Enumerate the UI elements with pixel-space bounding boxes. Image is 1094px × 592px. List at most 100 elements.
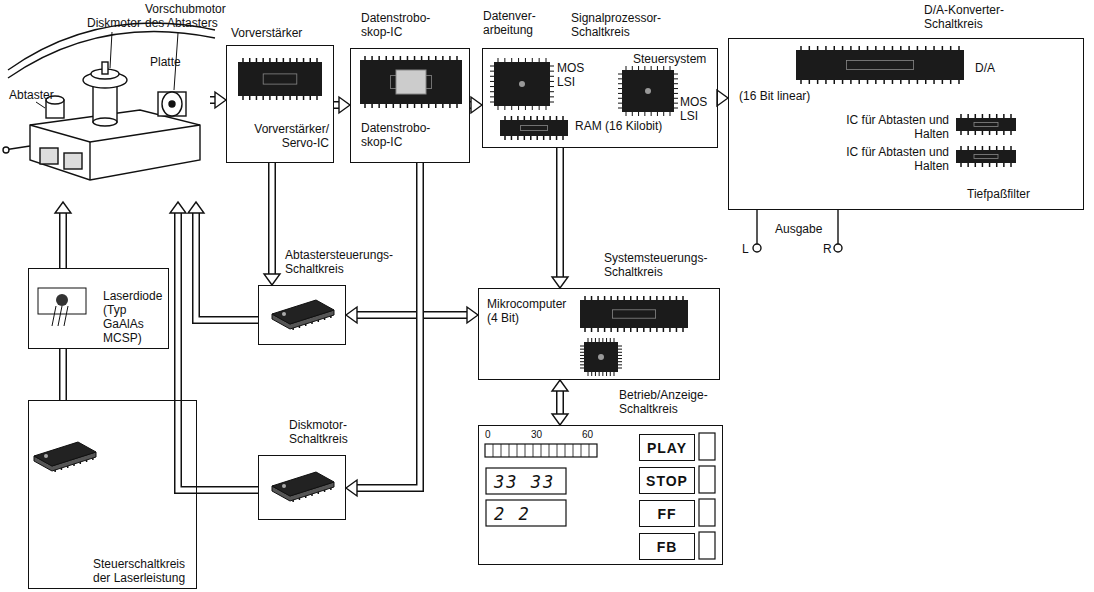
circuit-box: Laserdiode (Typ GaAlAs MCSP)	[28, 268, 169, 349]
ic-mark	[974, 155, 998, 159]
signal-arrow	[346, 163, 420, 496]
node-text: Steuersystem	[633, 52, 706, 66]
ic-chip	[272, 300, 334, 330]
button: PLAY	[639, 434, 695, 461]
arrow-outline	[356, 163, 420, 488]
ic-chip	[238, 58, 322, 100]
ic-mark	[263, 74, 297, 84]
disc-motor	[93, 118, 117, 126]
ic-body	[956, 118, 1016, 131]
ic-body	[796, 50, 964, 80]
circuit-box: Steuerschaltkreis der Laserleistung	[28, 400, 197, 589]
arrow-head	[188, 202, 204, 213]
arrow-core	[270, 163, 275, 275]
button: STOP	[639, 467, 695, 494]
button: FF	[639, 500, 695, 527]
meter-tick	[573, 444, 574, 457]
feed-motor	[162, 92, 182, 116]
display-panel	[485, 433, 715, 559]
meter-tick	[541, 444, 542, 457]
diode-lead	[58, 306, 62, 326]
arrow-core	[61, 212, 66, 268]
ic-chip	[618, 66, 678, 116]
mechanism: Vorschubmotor des AbtastersDiskmotorPlat…	[5, 2, 210, 202]
meter-tick	[493, 444, 494, 457]
ic-mark	[282, 484, 286, 488]
screw	[3, 147, 9, 153]
channel-label: L	[742, 242, 749, 256]
scale-number: 30	[531, 429, 542, 441]
signal-arrow	[55, 202, 71, 268]
ic-chip	[490, 58, 554, 110]
meter-tick	[533, 444, 534, 457]
circuit-box: D/A-Konverter- SchaltkreisD/A(16 Bit lin…	[728, 38, 1084, 210]
arrow-head	[467, 307, 478, 323]
ic-mark	[519, 81, 525, 87]
heading: Diskmotor- Schaltkreis	[289, 418, 379, 446]
heading: Datenstrobo- skop-IC	[361, 11, 451, 39]
meter-tick	[549, 444, 550, 457]
feed-motor	[169, 101, 175, 107]
ic-mark	[612, 310, 655, 318]
output-label: Ausgabe	[775, 222, 822, 236]
circuit-box: VorverstärkerVorverstärker/ Servo-IC	[226, 45, 334, 163]
signal-arrow	[264, 163, 280, 285]
ic-mark	[846, 61, 913, 70]
circuit-box: Datenstrobo- skop-ICDatenstrobo- skop-IC	[350, 48, 470, 163]
meter-tick	[501, 444, 502, 457]
node-text: Vorschubmotor des Abtasters	[145, 2, 237, 30]
button: FB	[639, 533, 695, 560]
display-digits: 33 33	[494, 473, 555, 492]
ic-mark	[520, 126, 547, 131]
leader-line	[36, 102, 45, 108]
node-text: MOS LSI	[557, 61, 587, 89]
ic-chip	[34, 442, 96, 472]
arrow-outline	[59, 212, 67, 268]
node-text: STOP	[646, 474, 688, 488]
ic-body	[622, 70, 674, 112]
circuit-box: Diskmotor- Schaltkreis	[258, 455, 346, 520]
node-text: Platte	[150, 55, 181, 69]
ic-body	[272, 300, 334, 324]
ic-chip	[360, 56, 462, 108]
heading: D/A-Konverter- Schaltkreis	[924, 3, 1044, 31]
arrow-outline	[178, 212, 258, 490]
arrow-head	[346, 480, 357, 496]
output-wire	[837, 210, 838, 244]
node-text: Mikrocomputer (4 Bit)	[487, 297, 572, 325]
leader-line	[110, 32, 112, 68]
ic-window	[396, 70, 426, 94]
arrow-head	[215, 92, 226, 108]
arrow-outline	[556, 148, 564, 278]
signal-arrow	[552, 380, 568, 425]
meter-tick	[589, 444, 590, 457]
arrow-core	[356, 163, 420, 488]
ic-body	[500, 120, 568, 136]
ic-chip	[500, 116, 568, 140]
node-text: FF	[657, 507, 676, 521]
node-text: (16 Bit linear)	[739, 89, 810, 103]
signal-arrow	[334, 97, 350, 113]
ic-chip	[580, 338, 622, 376]
disc-edge	[8, 23, 215, 70]
node-text: FB	[657, 540, 678, 554]
arrow-outline	[556, 390, 564, 415]
heading: Datenver- arbeitung	[483, 9, 553, 37]
digit-display	[486, 468, 566, 494]
ic-chip	[956, 146, 1016, 167]
arrow-head	[552, 380, 568, 391]
node-text: MOS LSI	[680, 95, 710, 123]
digit-display	[486, 500, 566, 526]
signal-arrow	[210, 92, 226, 108]
ic-body	[272, 472, 334, 496]
laser-diode	[38, 288, 86, 326]
arrow-outline	[356, 311, 468, 319]
node-text: Diskmotor	[87, 16, 141, 30]
sled-edge	[89, 142, 90, 180]
ic-chip	[796, 46, 964, 84]
pcb	[38, 288, 86, 314]
meter-tick	[581, 444, 582, 457]
signal-arrow	[188, 202, 258, 320]
